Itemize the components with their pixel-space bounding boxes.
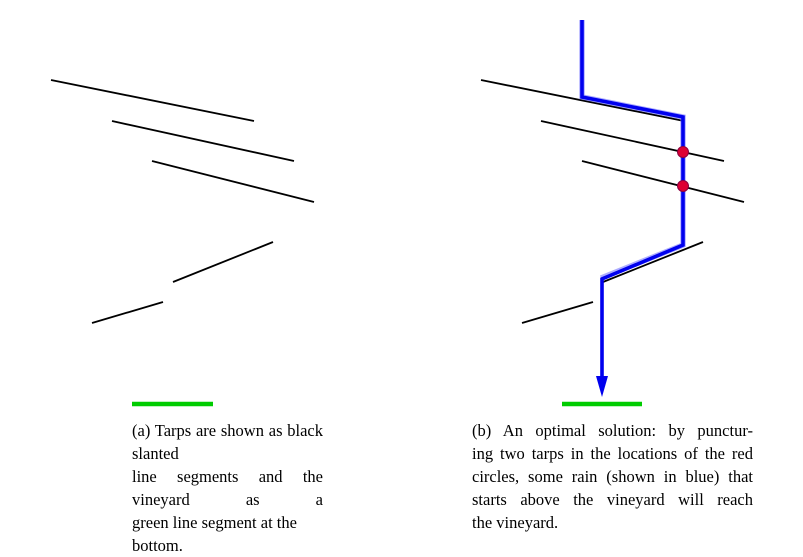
tarp-b-1 (480, 79, 685, 122)
caption-a-line-1: (a) Tarps are shown as black slanted (132, 421, 323, 463)
puncture-circle-2 (677, 180, 689, 192)
tarp-b-3 (581, 160, 745, 203)
caption-b-line-4: starts above the vineyard will reach (472, 490, 753, 509)
caption-b-line-3: circles, some rain (shown in blue) that (472, 467, 753, 486)
caption-a: (a) Tarps are shown as black slanted lin… (132, 419, 323, 557)
panel-b (480, 20, 745, 407)
panel-a (50, 79, 315, 407)
tarp-a-3 (151, 160, 315, 203)
tarp-b-2 (540, 120, 725, 162)
caption-b: (b) An optimal solution: by punctur- ing… (472, 419, 753, 534)
tarp-a-1 (50, 79, 255, 122)
caption-a-line-3: green line segment at the bottom. (132, 513, 297, 555)
rain-path (580, 20, 685, 378)
tarp-b-5 (521, 301, 594, 324)
rain-arrowhead (596, 376, 608, 397)
caption-b-line-1: (b) An optimal solution: by punctur- (472, 421, 753, 440)
tarp-a-5 (91, 301, 164, 324)
caption-b-line-2: ing two tarps in the locations of the re… (472, 444, 753, 463)
tarp-a-4 (172, 241, 274, 283)
tarp-a-2 (111, 120, 295, 162)
caption-a-line-2: line segments and the vineyard as a (132, 467, 323, 509)
puncture-circle-1 (677, 146, 689, 158)
caption-b-line-5: the vineyard. (472, 513, 559, 532)
tarp-b-4 (602, 241, 704, 283)
